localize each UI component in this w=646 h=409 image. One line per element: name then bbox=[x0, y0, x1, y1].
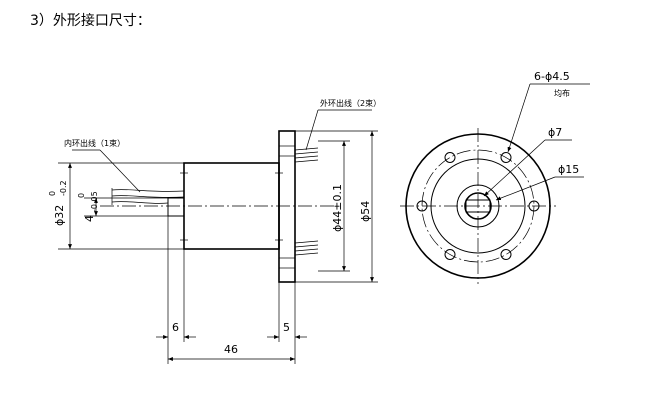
keyway bbox=[465, 199, 491, 213]
d15-leader bbox=[495, 176, 556, 201]
bolt-hole-icon bbox=[444, 152, 456, 163]
inner-lead-label: 内环出线（1束） bbox=[64, 138, 125, 148]
front-view: 6-ϕ4.5 均布 ϕ7 ϕ15 bbox=[400, 70, 590, 284]
shaft-tol-upper: 0 bbox=[77, 193, 86, 198]
inner-wire bbox=[111, 189, 185, 192]
d44-label: ϕ44±0.1 bbox=[331, 184, 344, 232]
d54-label: ϕ54 bbox=[359, 201, 372, 222]
d32-label: ϕ32 bbox=[53, 205, 66, 226]
holes-label: 6-ϕ4.5 bbox=[534, 70, 570, 83]
side-view: 内环出线（1束） 外环出线（2束） ϕ32 0 -0.2 4 0 -0.05 ϕ… bbox=[48, 98, 381, 364]
len5-label: 5 bbox=[283, 321, 290, 334]
page-heading: 3）外形接口尺寸： bbox=[30, 13, 151, 29]
shaft-label: 4 bbox=[83, 215, 96, 222]
bolt-hole-icon bbox=[500, 249, 512, 260]
shaft-outline bbox=[167, 197, 185, 217]
bolt-hole-icon bbox=[416, 200, 428, 212]
holes-leader bbox=[507, 83, 531, 153]
d15-label: ϕ15 bbox=[558, 163, 579, 176]
inner-lead-leader bbox=[99, 149, 141, 193]
flange-outline bbox=[278, 130, 296, 283]
d7-label: ϕ7 bbox=[548, 126, 562, 139]
bolt-hole-icon bbox=[444, 249, 456, 260]
d32-tol-upper: 0 bbox=[48, 191, 57, 196]
outer-lead-label: 外环出线（2束） bbox=[320, 98, 381, 108]
outer-wire-bottom bbox=[294, 240, 319, 244]
bolt-hole-icon bbox=[528, 200, 540, 212]
bolt-hole-icon bbox=[500, 152, 512, 163]
shaft-tol-lower: -0.05 bbox=[90, 191, 99, 212]
len6-label: 6 bbox=[172, 321, 179, 334]
d7-leader bbox=[483, 139, 546, 197]
outer-lead-leader bbox=[305, 109, 319, 151]
holes-note: 均布 bbox=[554, 88, 570, 98]
d32-tol-lower: -0.2 bbox=[59, 180, 68, 196]
len46-label: 46 bbox=[224, 343, 238, 356]
